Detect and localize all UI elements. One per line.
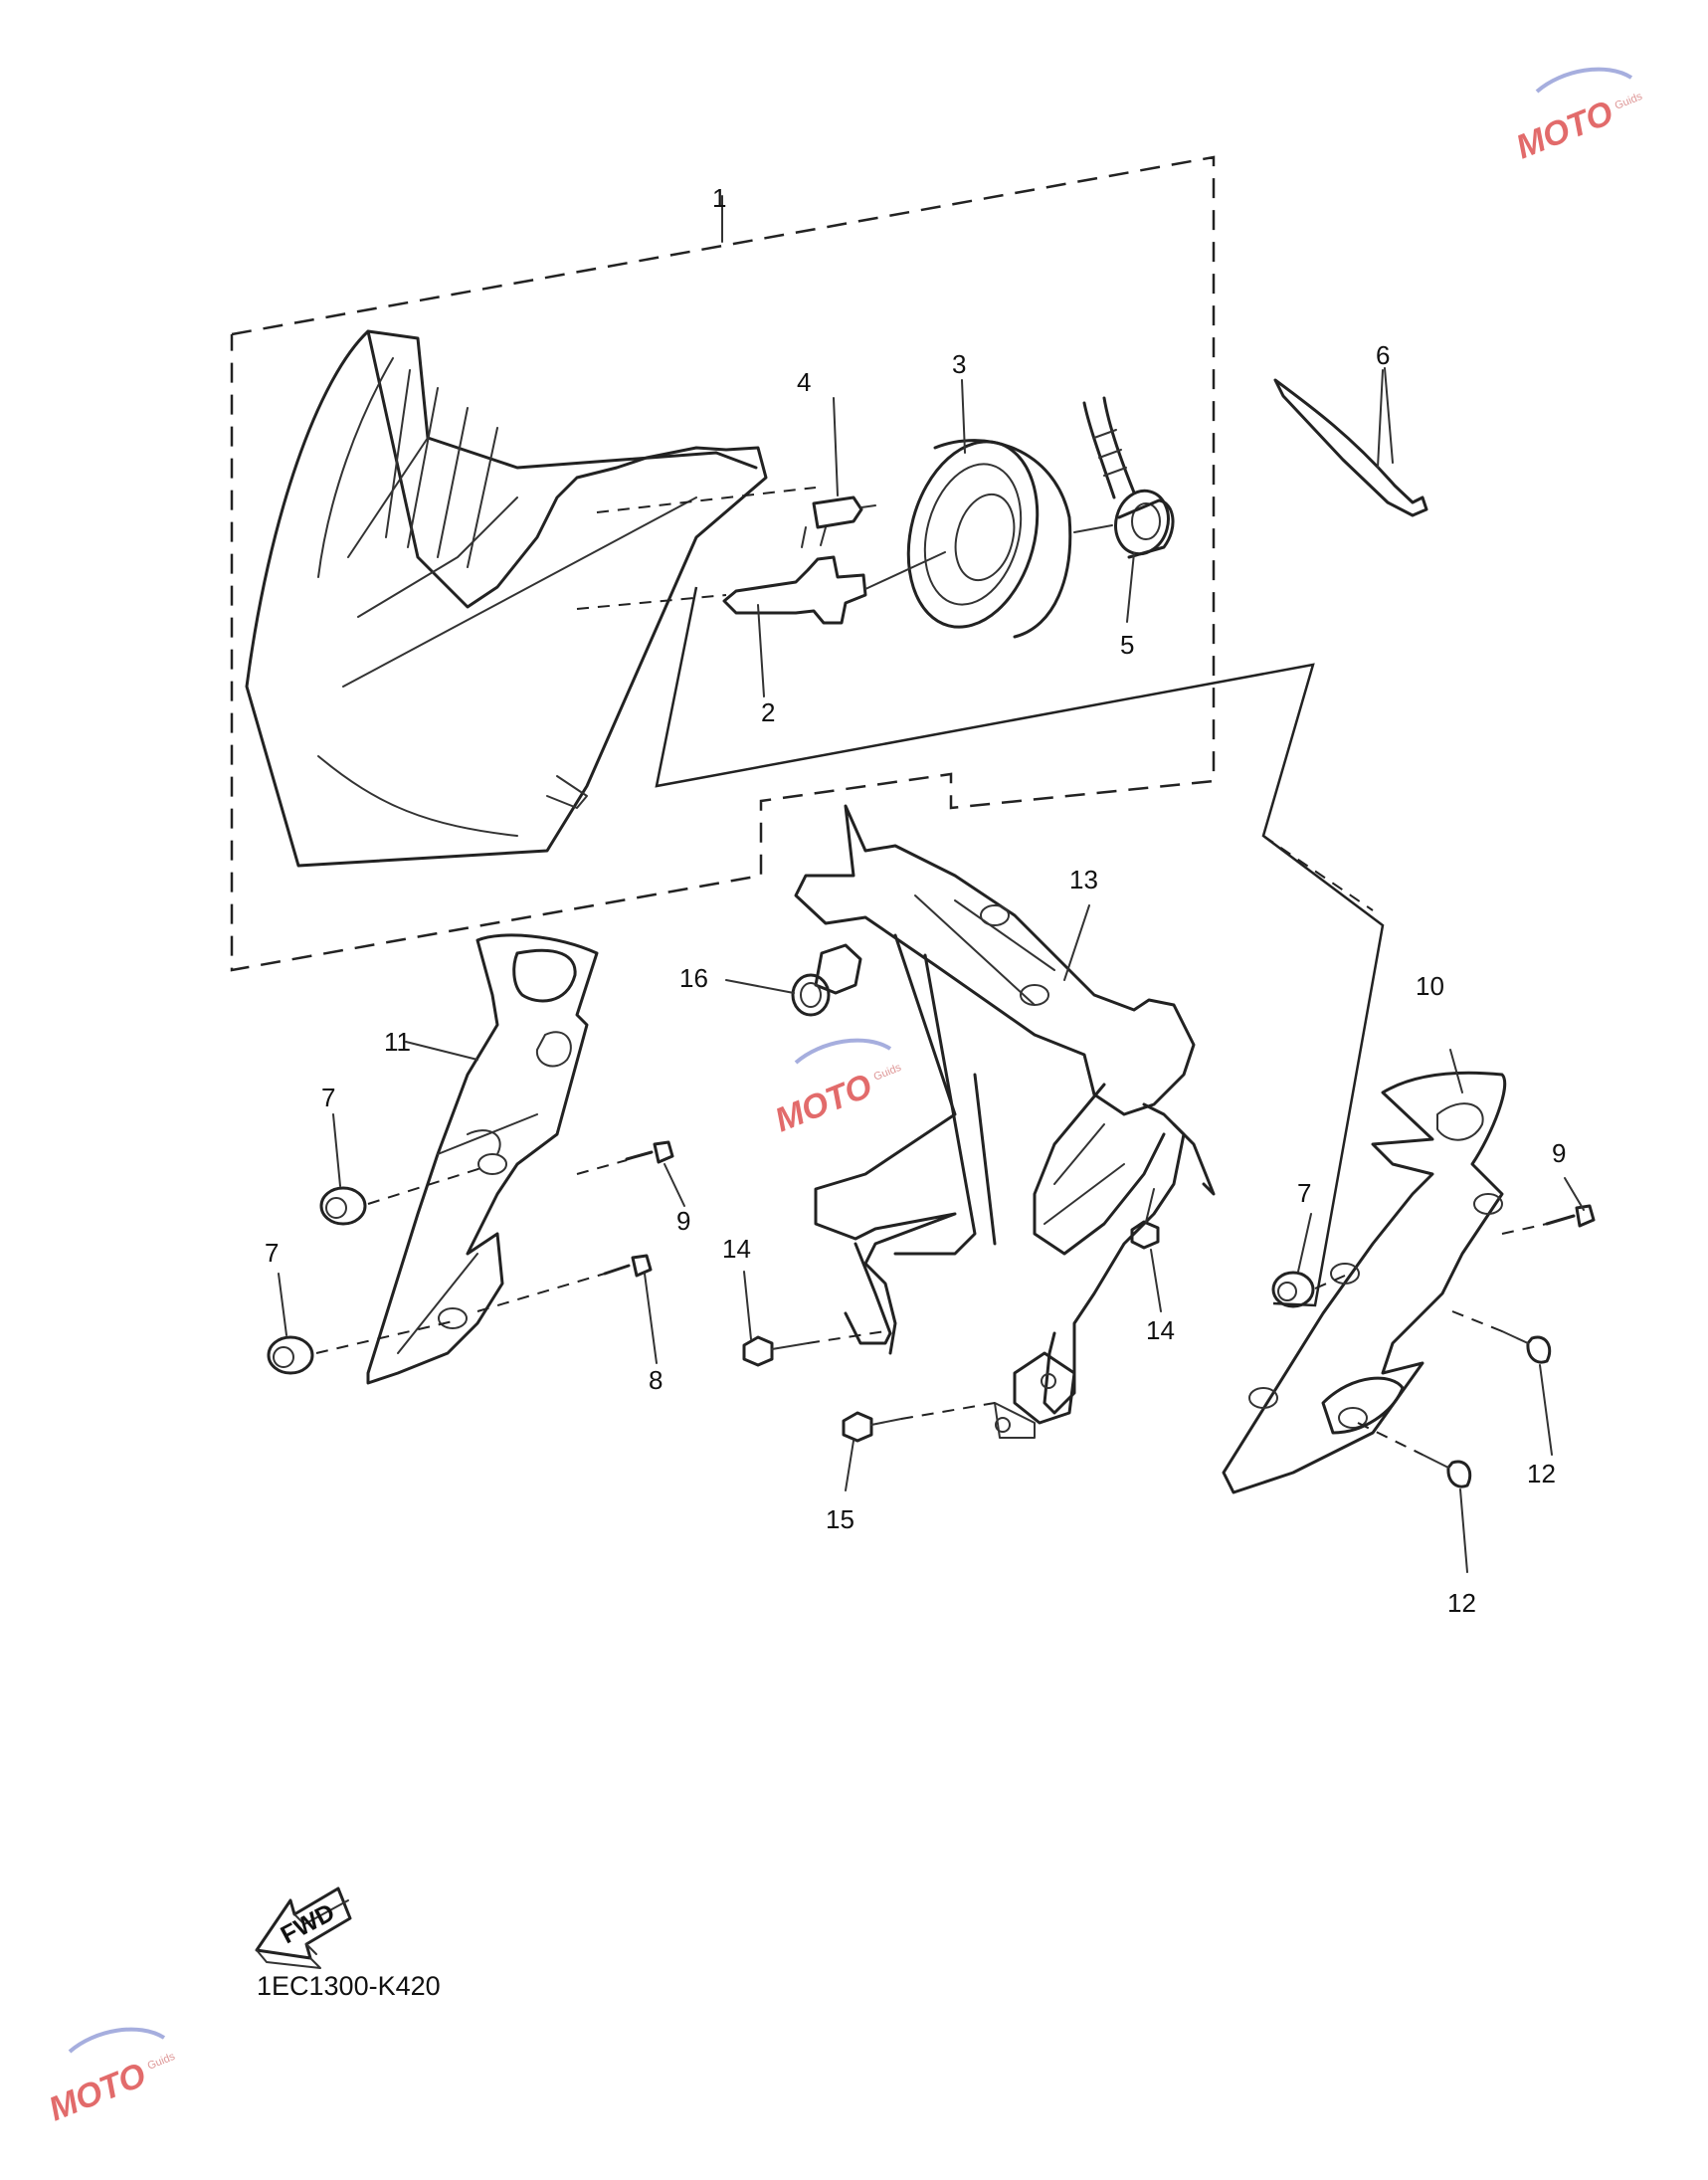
callout-9a: 9 bbox=[676, 1206, 690, 1236]
watermark-sub-bottom: Guids bbox=[146, 2051, 178, 2073]
callout-1: 1 bbox=[712, 183, 726, 213]
leader-lines bbox=[278, 369, 1585, 1573]
callout-5: 5 bbox=[1120, 630, 1134, 660]
callout-2: 2 bbox=[761, 697, 775, 727]
callout-11: 11 bbox=[384, 1027, 411, 1057]
headlight-housing bbox=[245, 329, 817, 868]
watermark-logo-top: MOTO Guids bbox=[1511, 67, 1645, 166]
callout-14a: 14 bbox=[722, 1234, 751, 1264]
callout-7b: 7 bbox=[265, 1238, 279, 1268]
callout-6: 6 bbox=[1376, 340, 1390, 370]
side-cover-right bbox=[1222, 1049, 1507, 1494]
position-bulb bbox=[812, 495, 876, 529]
headlight-bulb bbox=[722, 526, 867, 625]
side-cover-left bbox=[366, 933, 599, 1385]
watermark-logo-bottom: MOTO Guids bbox=[44, 2027, 178, 2128]
fasteners bbox=[476, 1140, 1596, 1488]
clamp bbox=[725, 943, 862, 1017]
drawing-code: 1EC1300-K420 bbox=[257, 1971, 441, 2001]
watermark-sub-mid: Guids bbox=[872, 1062, 904, 1084]
callout-labels: 1 2 3 4 5 6 7 8 9 10 11 12 13 14 15 16 7… bbox=[265, 183, 1566, 1618]
watermark-brand-top: MOTO bbox=[1511, 94, 1618, 166]
reference-dash bbox=[1262, 835, 1374, 911]
watermark-brand-bottom: MOTO bbox=[44, 2056, 151, 2128]
callout-15: 15 bbox=[826, 1504, 854, 1534]
callout-4: 4 bbox=[797, 367, 811, 397]
callout-12a: 12 bbox=[1527, 1459, 1556, 1488]
watermark-brand-mid: MOTO bbox=[770, 1067, 877, 1139]
callout-10: 10 bbox=[1416, 971, 1444, 1001]
callout-9b: 9 bbox=[1552, 1138, 1566, 1168]
cable-tie bbox=[1273, 367, 1428, 517]
watermark-logo-mid: MOTO Guids bbox=[770, 1038, 904, 1139]
callout-13: 13 bbox=[1069, 865, 1098, 894]
callout-7c: 7 bbox=[1297, 1178, 1311, 1208]
callout-3: 3 bbox=[952, 349, 966, 379]
callout-8: 8 bbox=[649, 1365, 663, 1395]
watermark-sub-top: Guids bbox=[1613, 91, 1645, 112]
grommets bbox=[267, 1165, 1346, 1375]
socket-cover bbox=[864, 439, 1072, 639]
callout-12b: 12 bbox=[1447, 1588, 1476, 1618]
callout-7a: 7 bbox=[321, 1083, 335, 1112]
headlight-stay bbox=[794, 804, 1216, 1439]
forward-arrow: FWD bbox=[255, 1886, 352, 1969]
callout-14b: 14 bbox=[1146, 1315, 1175, 1345]
callout-16: 16 bbox=[679, 963, 708, 993]
headlight-assembly-boundary bbox=[230, 155, 1216, 972]
bulb-socket bbox=[1073, 396, 1175, 559]
